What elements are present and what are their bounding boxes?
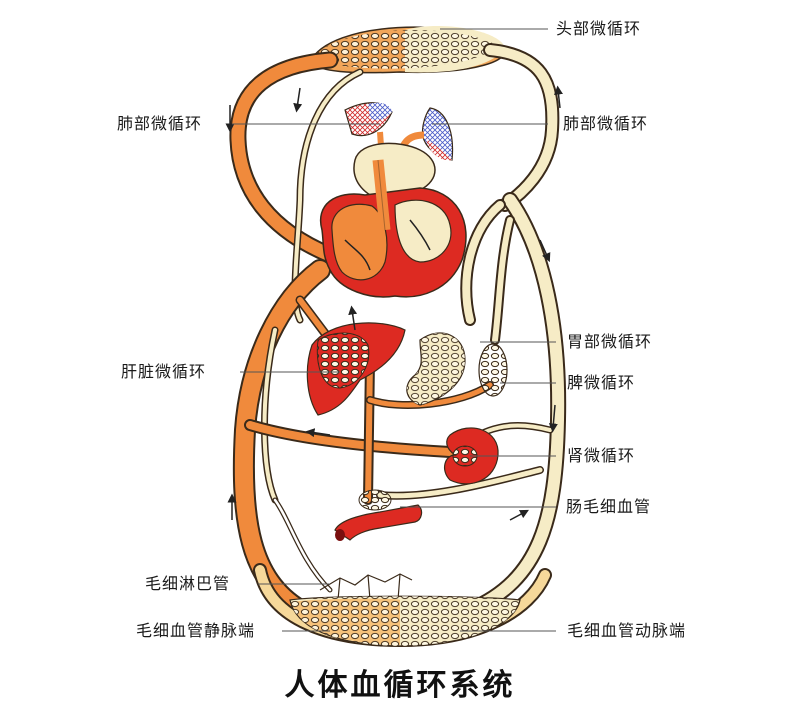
label-head-microcirculation: 头部微循环 [556,19,642,38]
diagram-title: 人体血循环系统 [284,668,516,703]
label-capillary-arterial-end: 毛细血管动脉端 [567,621,687,640]
label-lung-microcirculation-left: 肺部微循环 [117,114,203,133]
flow-arrows [225,85,563,521]
leader-lines [232,28,556,632]
label-kidney-microcirculation: 肾微循环 [567,446,636,465]
spleen [478,343,508,397]
label-liver-microcirculation: 肝脏微循环 [121,362,207,381]
label-capillary-venous-end: 毛细血管静脉端 [136,621,256,640]
label-lymph-capillaries: 毛细淋巴管 [145,574,231,593]
intestine [334,489,423,541]
liver [306,322,406,416]
stomach [406,332,466,406]
label-stomach-microcirculation: 胃部微循环 [567,332,653,351]
bottom-capillary-net [289,595,521,647]
heart [319,142,467,298]
head-capillary-net [309,26,506,74]
label-lung-microcirculation-right: 肺部微循环 [563,114,649,133]
label-spleen-microcirculation: 脾微循环 [567,373,636,392]
label-intestinal-capillaries: 肠毛细血管 [566,497,652,516]
